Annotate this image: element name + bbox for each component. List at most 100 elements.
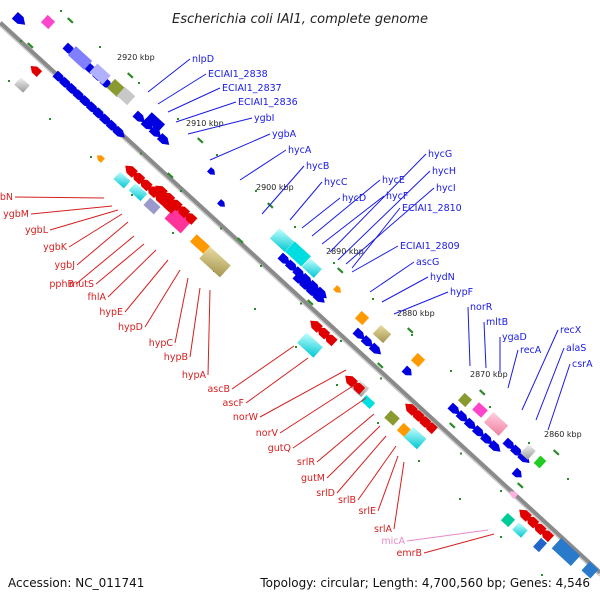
label-leader-line xyxy=(326,425,381,479)
kbp-tick-mark xyxy=(266,202,274,209)
gene-label: hycH xyxy=(432,166,456,177)
gene-label: norW xyxy=(233,412,259,423)
track-dot xyxy=(500,536,502,538)
track-dot xyxy=(377,422,379,424)
forward-gene-arrow xyxy=(463,417,477,430)
feature-box xyxy=(128,182,148,202)
gene-label: srlB xyxy=(338,495,356,506)
label-leader-line xyxy=(467,306,471,367)
gene-label: hycC xyxy=(324,177,348,188)
label-leader-line xyxy=(406,529,489,542)
feature-box xyxy=(384,410,400,426)
kbp-tick-mark xyxy=(126,72,134,79)
gene-label: hycB xyxy=(306,161,329,172)
label-leader-line xyxy=(289,181,323,221)
feature-box xyxy=(285,241,311,267)
accession-text: Accession: NC_011741 xyxy=(8,576,145,590)
track-dot xyxy=(8,80,10,82)
gene-label: gutQ xyxy=(268,443,291,454)
reverse-gene-arrow xyxy=(30,65,43,78)
forward-gene-arrow xyxy=(292,266,305,278)
track-dot xyxy=(294,226,296,228)
label-leader-line xyxy=(329,153,427,253)
reverse-gene-arrow xyxy=(310,320,323,333)
forward-gene-arrow xyxy=(299,273,312,285)
forward-gene-arrow xyxy=(207,167,215,175)
gene-label: ECIAI1_2810 xyxy=(402,203,462,214)
feature-box xyxy=(483,412,509,436)
kbp-tick-mark xyxy=(516,482,524,489)
gene-label: ygbI xyxy=(254,113,274,124)
reverse-gene-arrow xyxy=(510,491,518,499)
kbp-tick-mark xyxy=(336,267,344,274)
kbp-tick-mark xyxy=(26,42,34,49)
label-leader-line xyxy=(311,179,381,237)
label-leader-line xyxy=(292,397,367,449)
reverse-gene-arrow xyxy=(405,403,418,416)
forward-gene-arrow xyxy=(360,335,373,347)
gene-label: srlE xyxy=(359,506,377,517)
label-leader-line xyxy=(167,87,221,113)
track-dot xyxy=(528,442,530,444)
label-leaders xyxy=(14,58,571,554)
label-leader-line xyxy=(207,289,211,376)
feature-box xyxy=(360,394,376,410)
gene-label: hycG xyxy=(428,149,452,160)
feature-box xyxy=(533,455,547,469)
forward-gene-arrow xyxy=(471,425,485,437)
reverse-gene-arrow xyxy=(317,327,331,340)
label-leader-line xyxy=(483,321,487,369)
gene-label: hypD xyxy=(118,322,143,333)
label-leader-line xyxy=(357,445,397,501)
track-dot xyxy=(460,452,462,455)
reverse-gene-arrow xyxy=(125,165,138,178)
feature-box xyxy=(189,234,211,254)
track-dot xyxy=(177,118,179,120)
track-dot xyxy=(60,10,62,12)
track-dot xyxy=(567,478,569,480)
feature-box xyxy=(143,197,161,215)
label-leader-line xyxy=(301,197,341,229)
label-leader-line xyxy=(175,101,237,123)
track-dot xyxy=(131,194,133,196)
label-leader-line xyxy=(336,435,387,494)
tick-label: 2870 kbp xyxy=(470,370,508,379)
label-leader-line xyxy=(95,243,145,285)
gene-label: csrA xyxy=(572,359,593,370)
kbp-tick-mark xyxy=(66,17,74,24)
feature-box xyxy=(302,258,322,278)
gene-label: recA xyxy=(520,345,542,356)
track-dot xyxy=(336,384,338,386)
label-leader-line xyxy=(174,277,189,344)
forward-gene-arrow xyxy=(401,365,412,376)
gene-label: hycA xyxy=(288,145,312,156)
gene-labels: nlpDECIAI1_2838ECIAI1_2837ECIAI1_2836ygb… xyxy=(0,54,593,559)
forward-gene-arrow xyxy=(79,95,92,107)
label-leader-line xyxy=(68,213,123,248)
reverse-gene-arrow xyxy=(534,523,547,536)
label-leader-line xyxy=(423,533,495,554)
label-leader-line xyxy=(507,349,519,389)
forward-gene-arrow xyxy=(92,107,105,120)
track-dot xyxy=(255,190,257,192)
label-leader-line xyxy=(157,73,207,105)
label-leader-line xyxy=(337,170,431,261)
forward-gene-arrow xyxy=(488,440,501,452)
label-leader-line xyxy=(321,195,385,245)
feature-box xyxy=(269,228,295,252)
reverse-gene-arrow xyxy=(519,509,532,522)
gene-label: mutS xyxy=(69,279,94,290)
forward-gene-arrow xyxy=(284,259,298,272)
forward-gene-arrow xyxy=(502,437,515,450)
gene-label: ygbN xyxy=(0,192,13,203)
feature-box xyxy=(410,352,426,368)
gene-label: ygbA xyxy=(272,129,297,140)
track-dot xyxy=(489,406,491,408)
reverse-gene-arrow xyxy=(352,382,366,395)
track-dot xyxy=(172,232,174,234)
label-leader-line xyxy=(377,455,399,512)
gene-label: hycI xyxy=(436,183,456,194)
reverse-gene-arrow xyxy=(162,192,176,205)
map-title: Escherichia coli IAI1, complete genome xyxy=(172,12,428,27)
